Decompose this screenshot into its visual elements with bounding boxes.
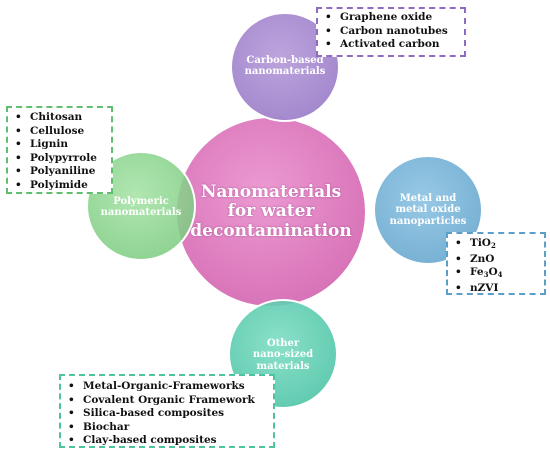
polymeric-examples-list: Chitosan Cellulose Lignin Polypyrrole Po… bbox=[8, 111, 111, 192]
carbon-label: Carbon-based nanomaterials bbox=[244, 54, 326, 78]
carbon-examples-list: Graphene oxide Carbon nanotubes Activate… bbox=[318, 11, 464, 52]
other-examples-box: Metal-Organic-Frameworks Covalent Organi… bbox=[59, 374, 275, 448]
list-item: Metal-Organic-Frameworks bbox=[61, 380, 273, 394]
polymeric-label: Polymeric nanomaterials bbox=[100, 195, 182, 219]
list-item: Graphene oxide bbox=[318, 11, 464, 25]
list-item: Biochar bbox=[61, 421, 273, 435]
list-item: Fe3O4 bbox=[448, 266, 544, 282]
list-item: ZnO bbox=[448, 253, 544, 267]
other-examples-list: Metal-Organic-Frameworks Covalent Organi… bbox=[61, 380, 273, 448]
polymeric-circle bbox=[86, 151, 196, 261]
list-item: Silica-based composites bbox=[61, 407, 273, 421]
metal-examples-box: TiO2 ZnO Fe3O4 nZVI bbox=[446, 232, 546, 295]
list-item: Polyaniline bbox=[8, 165, 111, 179]
list-item: Clay-based composites bbox=[61, 434, 273, 448]
metal-examples-list: TiO2 ZnO Fe3O4 nZVI bbox=[448, 237, 544, 295]
other-label: Other nano-sized materials bbox=[252, 337, 314, 372]
list-item: Activated carbon bbox=[318, 38, 464, 52]
list-item: nZVI bbox=[448, 282, 544, 296]
list-item: Carbon nanotubes bbox=[318, 25, 464, 39]
carbon-circle bbox=[230, 12, 340, 122]
list-item: Lignin bbox=[8, 138, 111, 152]
list-item: Cellulose bbox=[8, 125, 111, 139]
list-item: Polyimide bbox=[8, 179, 111, 193]
list-item: Chitosan bbox=[8, 111, 111, 125]
center-label: Nanomaterials for water decontamination bbox=[190, 181, 352, 241]
polymeric-examples-box: Chitosan Cellulose Lignin Polypyrrole Po… bbox=[6, 106, 113, 194]
list-item: TiO2 bbox=[448, 237, 544, 253]
list-item: Covalent Organic Framework bbox=[61, 394, 273, 408]
list-item: Polypyrrole bbox=[8, 152, 111, 166]
carbon-examples-box: Graphene oxide Carbon nanotubes Activate… bbox=[316, 7, 466, 57]
metal-label: Metal and metal oxide nanoparticles bbox=[389, 192, 467, 227]
